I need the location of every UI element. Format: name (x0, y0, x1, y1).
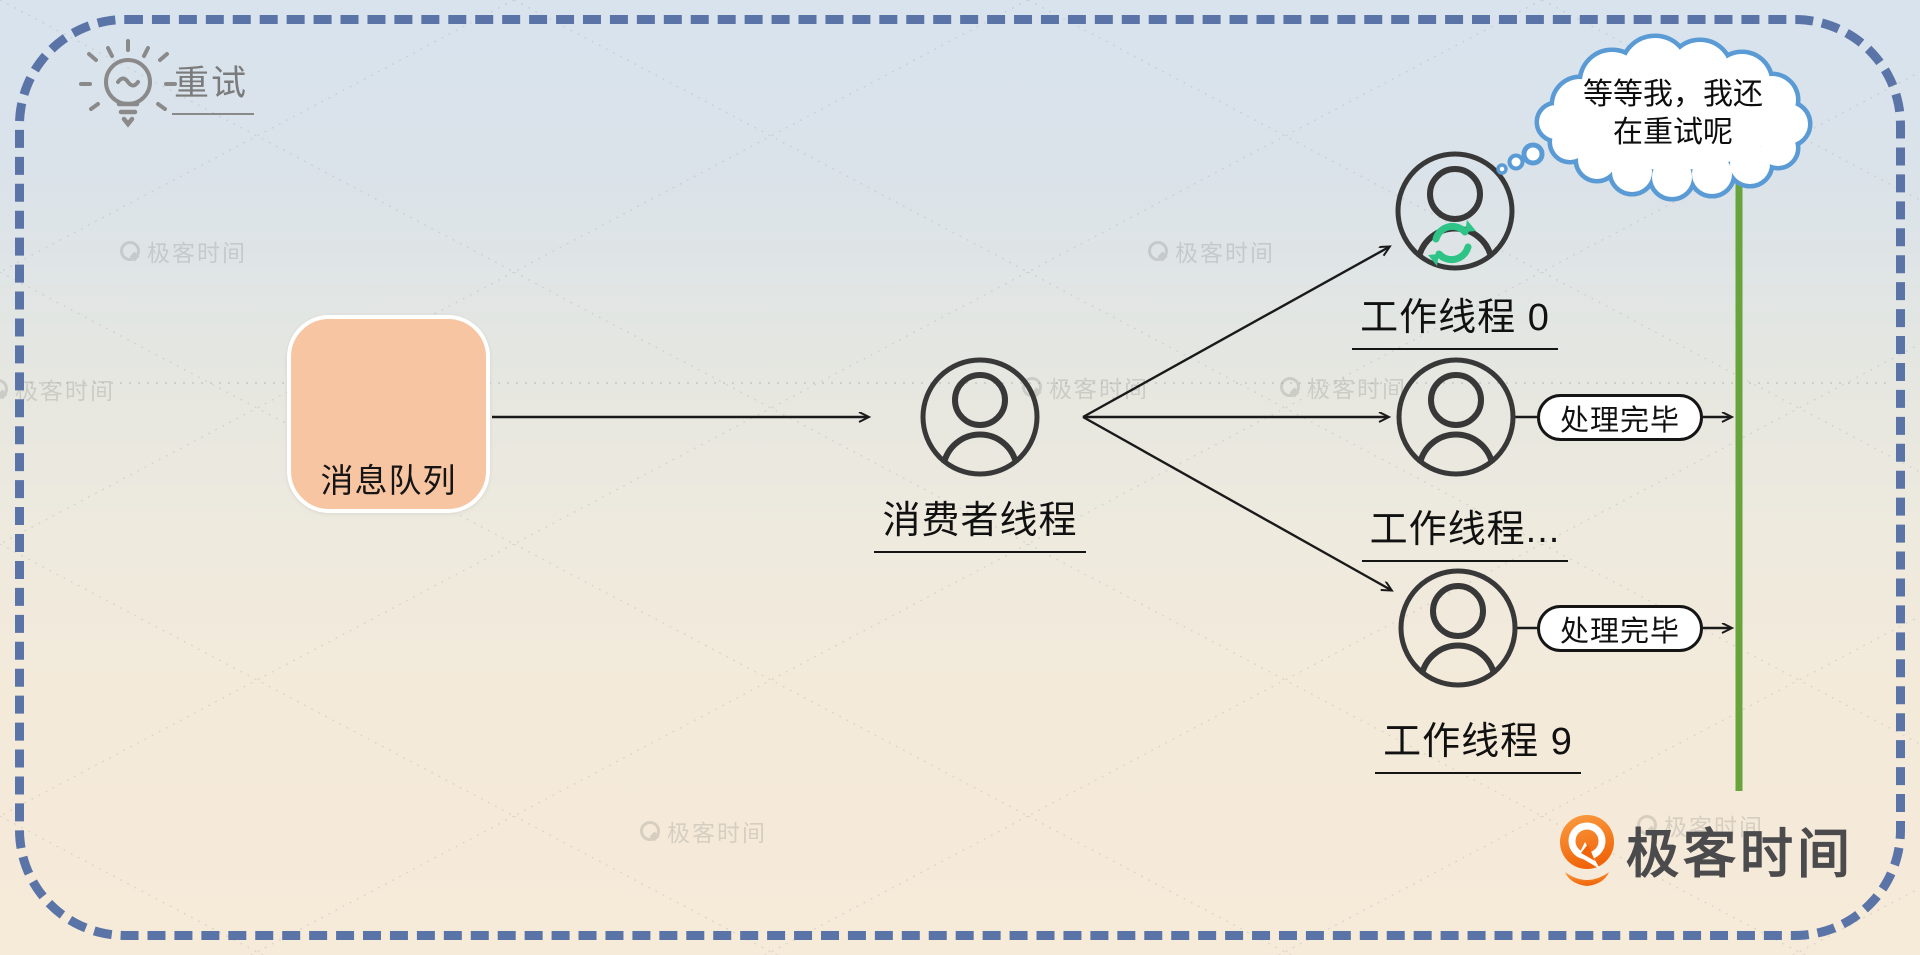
message-queue-label: 消息队列 (320, 462, 457, 499)
done-badge-mid: 处理完毕 (1537, 394, 1703, 441)
retry-refresh-icon (1428, 220, 1476, 266)
watermark: 极客时间 (1148, 234, 1275, 268)
watermark: 极客时间 (1637, 808, 1764, 842)
geektime-logo: 极客时间 (1556, 812, 1854, 888)
worker-thread-9-label: 工作线程 9 (1353, 710, 1603, 774)
watermark: 极客时间 (1022, 370, 1149, 404)
geektime-logo-text: 极客时间 (1626, 825, 1854, 884)
thought-bubble (1496, 33, 1813, 202)
consumer-thread-icon (923, 360, 1037, 474)
geektime-mark-icon (0, 379, 8, 399)
worker-thread-9-icon (1401, 571, 1515, 685)
worker-thread-mid-icon (1399, 360, 1513, 474)
lightbulb-icon (79, 39, 177, 128)
watermark: 极客时间 (0, 372, 115, 406)
watermark: 极客时间 (1280, 370, 1407, 404)
worker-thread-0-icon (1398, 154, 1512, 268)
watermark: 极客时间 (640, 814, 767, 848)
geektime-mark-icon (640, 821, 660, 841)
worker-thread-mid-label: 工作线程... (1340, 498, 1590, 562)
message-queue-node: 消息队列 (287, 315, 490, 513)
geektime-mark-icon (1280, 377, 1300, 397)
thought-bubble-tail (1496, 142, 1545, 175)
watermark: 极客时间 (120, 234, 247, 268)
thought-bubble-text: 等等我，我还 在重试呢 (1583, 78, 1763, 149)
geektime-mark-icon (120, 241, 140, 261)
geektime-mark-icon (1148, 241, 1168, 261)
geektime-logo-icon (1560, 815, 1614, 886)
consumer-thread-label: 消费者线程 (855, 489, 1105, 553)
geektime-mark-icon (1637, 815, 1657, 835)
worker-thread-0-label: 工作线程 0 (1330, 286, 1580, 350)
flow-arrows (492, 247, 1731, 628)
retry-annotation-label: 重试 (172, 55, 255, 115)
done-badge-9: 处理完毕 (1537, 605, 1703, 652)
